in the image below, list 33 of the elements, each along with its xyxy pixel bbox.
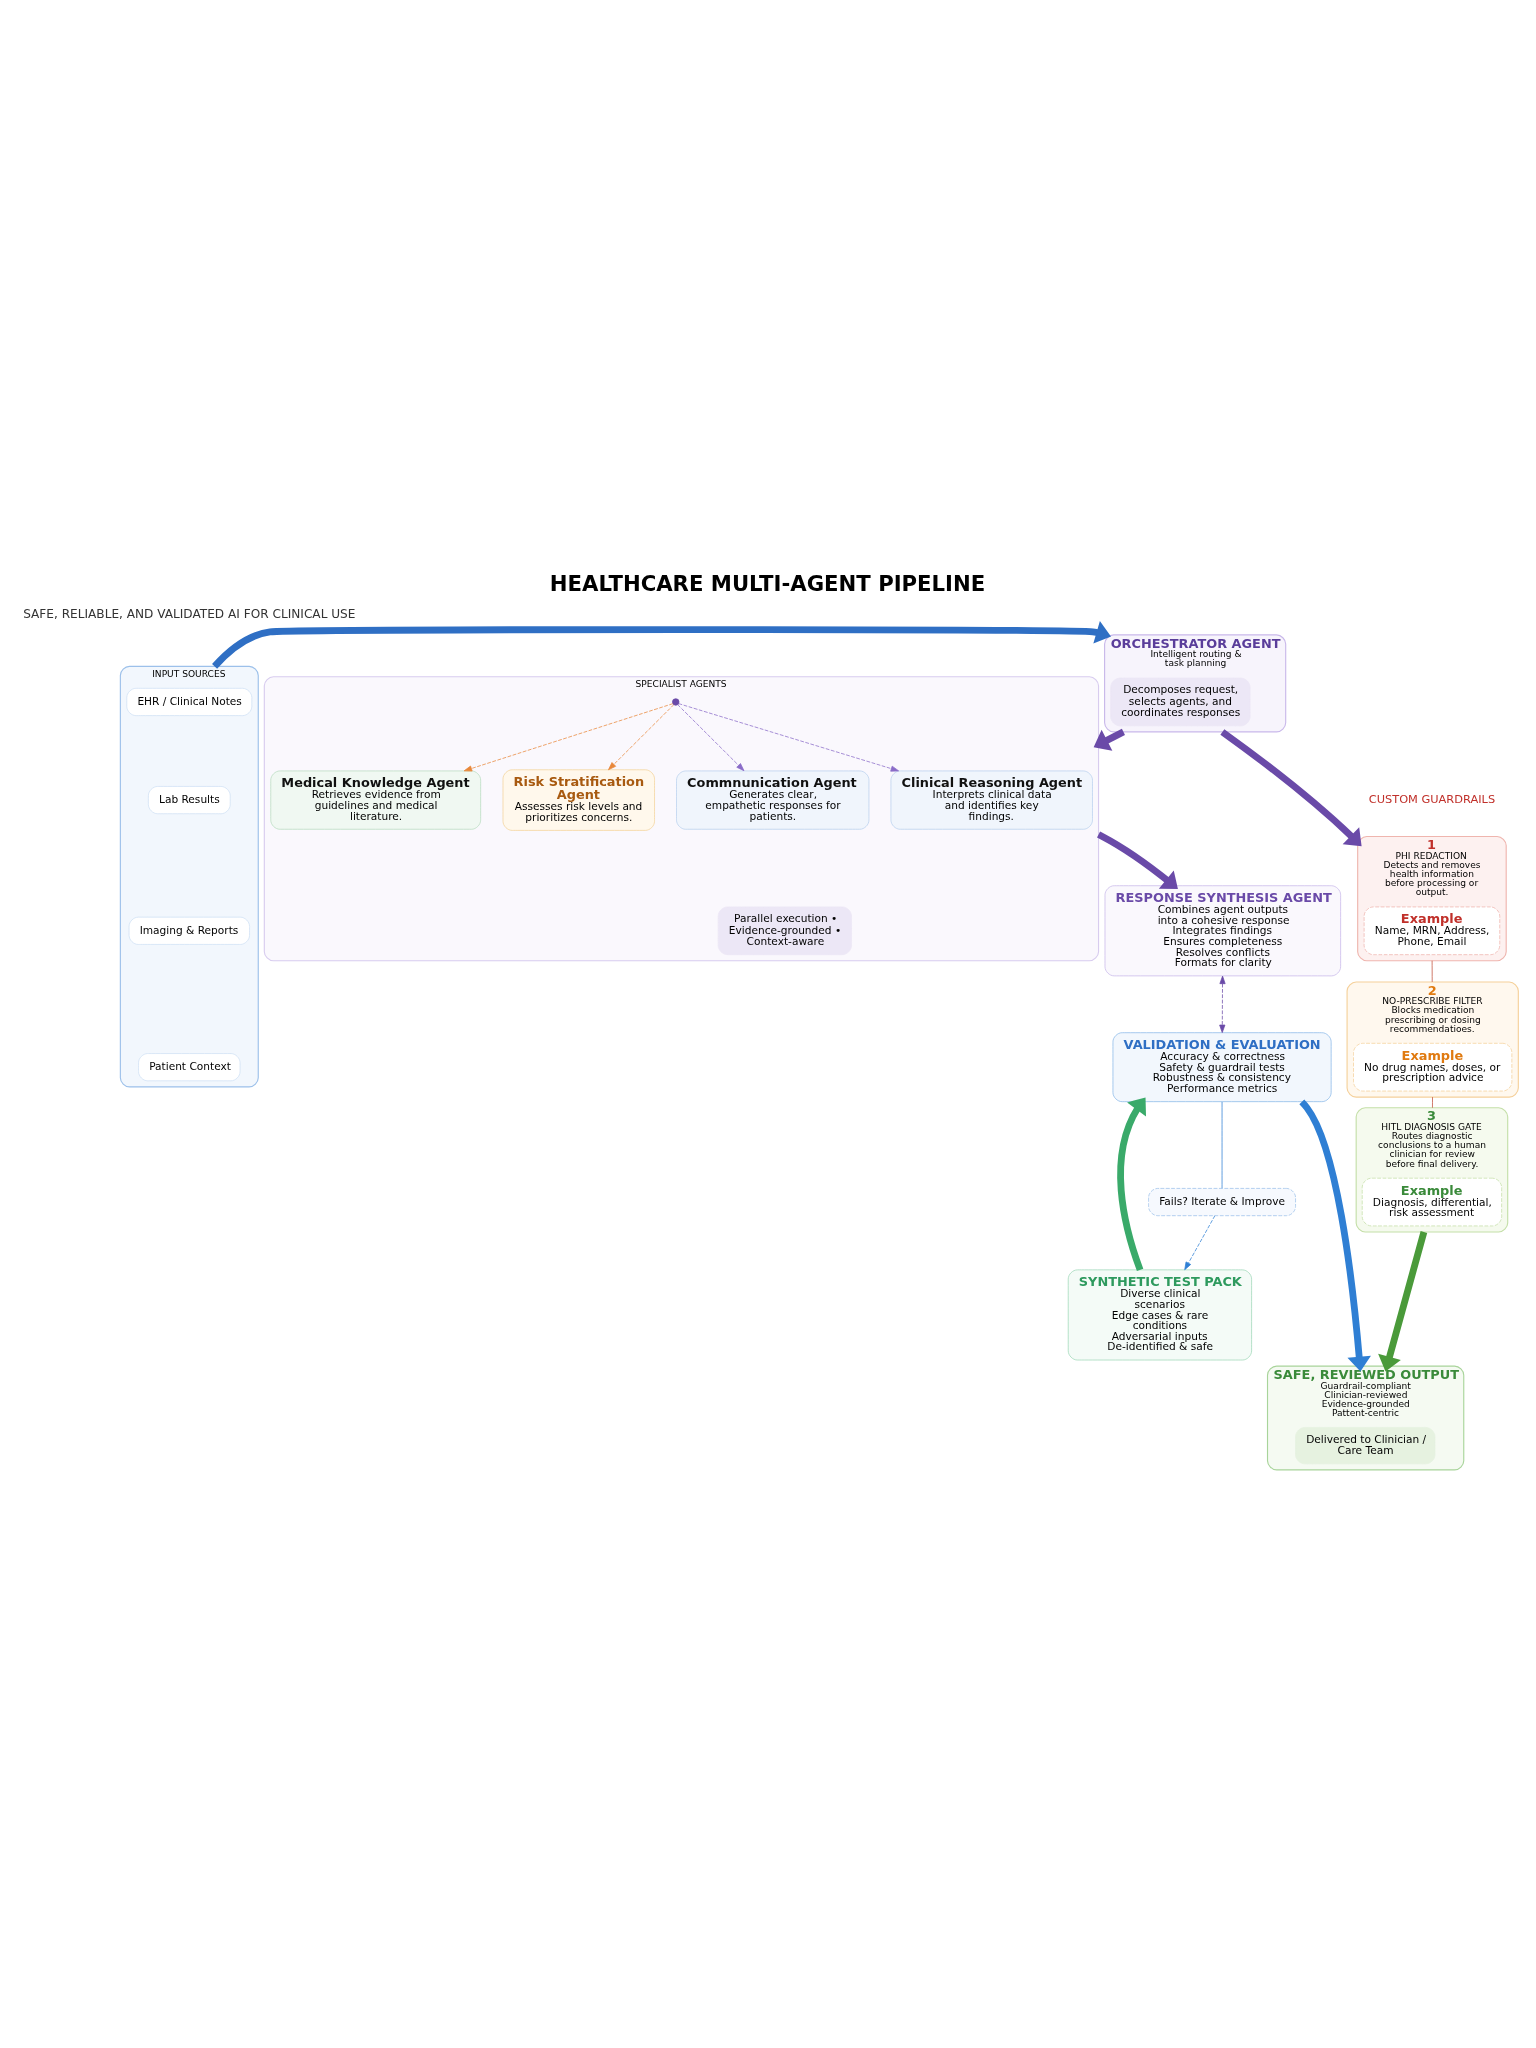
arrow <box>1299 1099 1371 1372</box>
arrow <box>1220 729 1362 847</box>
connector <box>1432 1096 1433 1109</box>
label: CUSTOM GUARDRAILS <box>1368 791 1496 806</box>
node-box: Imaging & Reports <box>128 916 250 945</box>
arrow <box>463 703 674 772</box>
arrow <box>1219 975 1226 1033</box>
node-box: Commnunication Agent Generates clear, empathetic responses for patients. <box>676 770 870 830</box>
node-box: Medical Knowledge Agent Retrieves evidence from guidelines and medical literature. <box>270 770 481 830</box>
node-box: SYNTHETIC TEST PACK Diverse clinical scenarios Edge cases & rare conditions Adversarial inputs De-identified & safe <box>1067 1269 1252 1361</box>
node-box: Example No drug names, doses, or prescription advice <box>1353 1042 1513 1092</box>
node-box: Lab Results <box>148 786 231 815</box>
arrow <box>212 620 1112 669</box>
node-box: Example Name, MRN, Address, Phone, Email <box>1363 906 1501 956</box>
node-box: EHR / Clinical Notes <box>126 687 253 716</box>
node-box: Risk Stratification Agent Assesses risk levels and prioritizes concerns. <box>502 769 655 831</box>
arrow <box>677 704 745 772</box>
node-box: Fails? Iterate & Improve <box>1148 1188 1296 1217</box>
arrow <box>678 703 900 772</box>
connector <box>1431 960 1433 983</box>
node-box: Patient Context <box>138 1053 241 1082</box>
node-box: Clinical Reasoning Agent Interprets clinical data and identifies key findings. <box>890 770 1093 830</box>
arrow <box>1184 1215 1216 1271</box>
arrow <box>1093 728 1125 751</box>
diagram-title: HEALTHCARE MULTI-AGENT PIPELINE <box>549 571 986 597</box>
arrow <box>1097 831 1178 890</box>
node-box: RESPONSE SYNTHESIS AGENT Combines agent outputs into a cohesive response Integrates findings Ensures completeness Resolves conflicts Formats for clarity <box>1104 885 1341 977</box>
node-box: VALIDATION & EVALUATION Accuracy & correctness Safety & guardrail tests Robustness & consistency Performance metrics <box>1112 1032 1332 1103</box>
label: SAFE, RELIABLE, AND VALIDATED AI FOR CLINICAL USE <box>23 607 356 622</box>
arrow <box>1378 1231 1428 1372</box>
arrow <box>1117 1097 1147 1271</box>
node-box: Example Diagnosis, differential, risk assessment <box>1361 1177 1503 1227</box>
arrow <box>608 704 675 771</box>
